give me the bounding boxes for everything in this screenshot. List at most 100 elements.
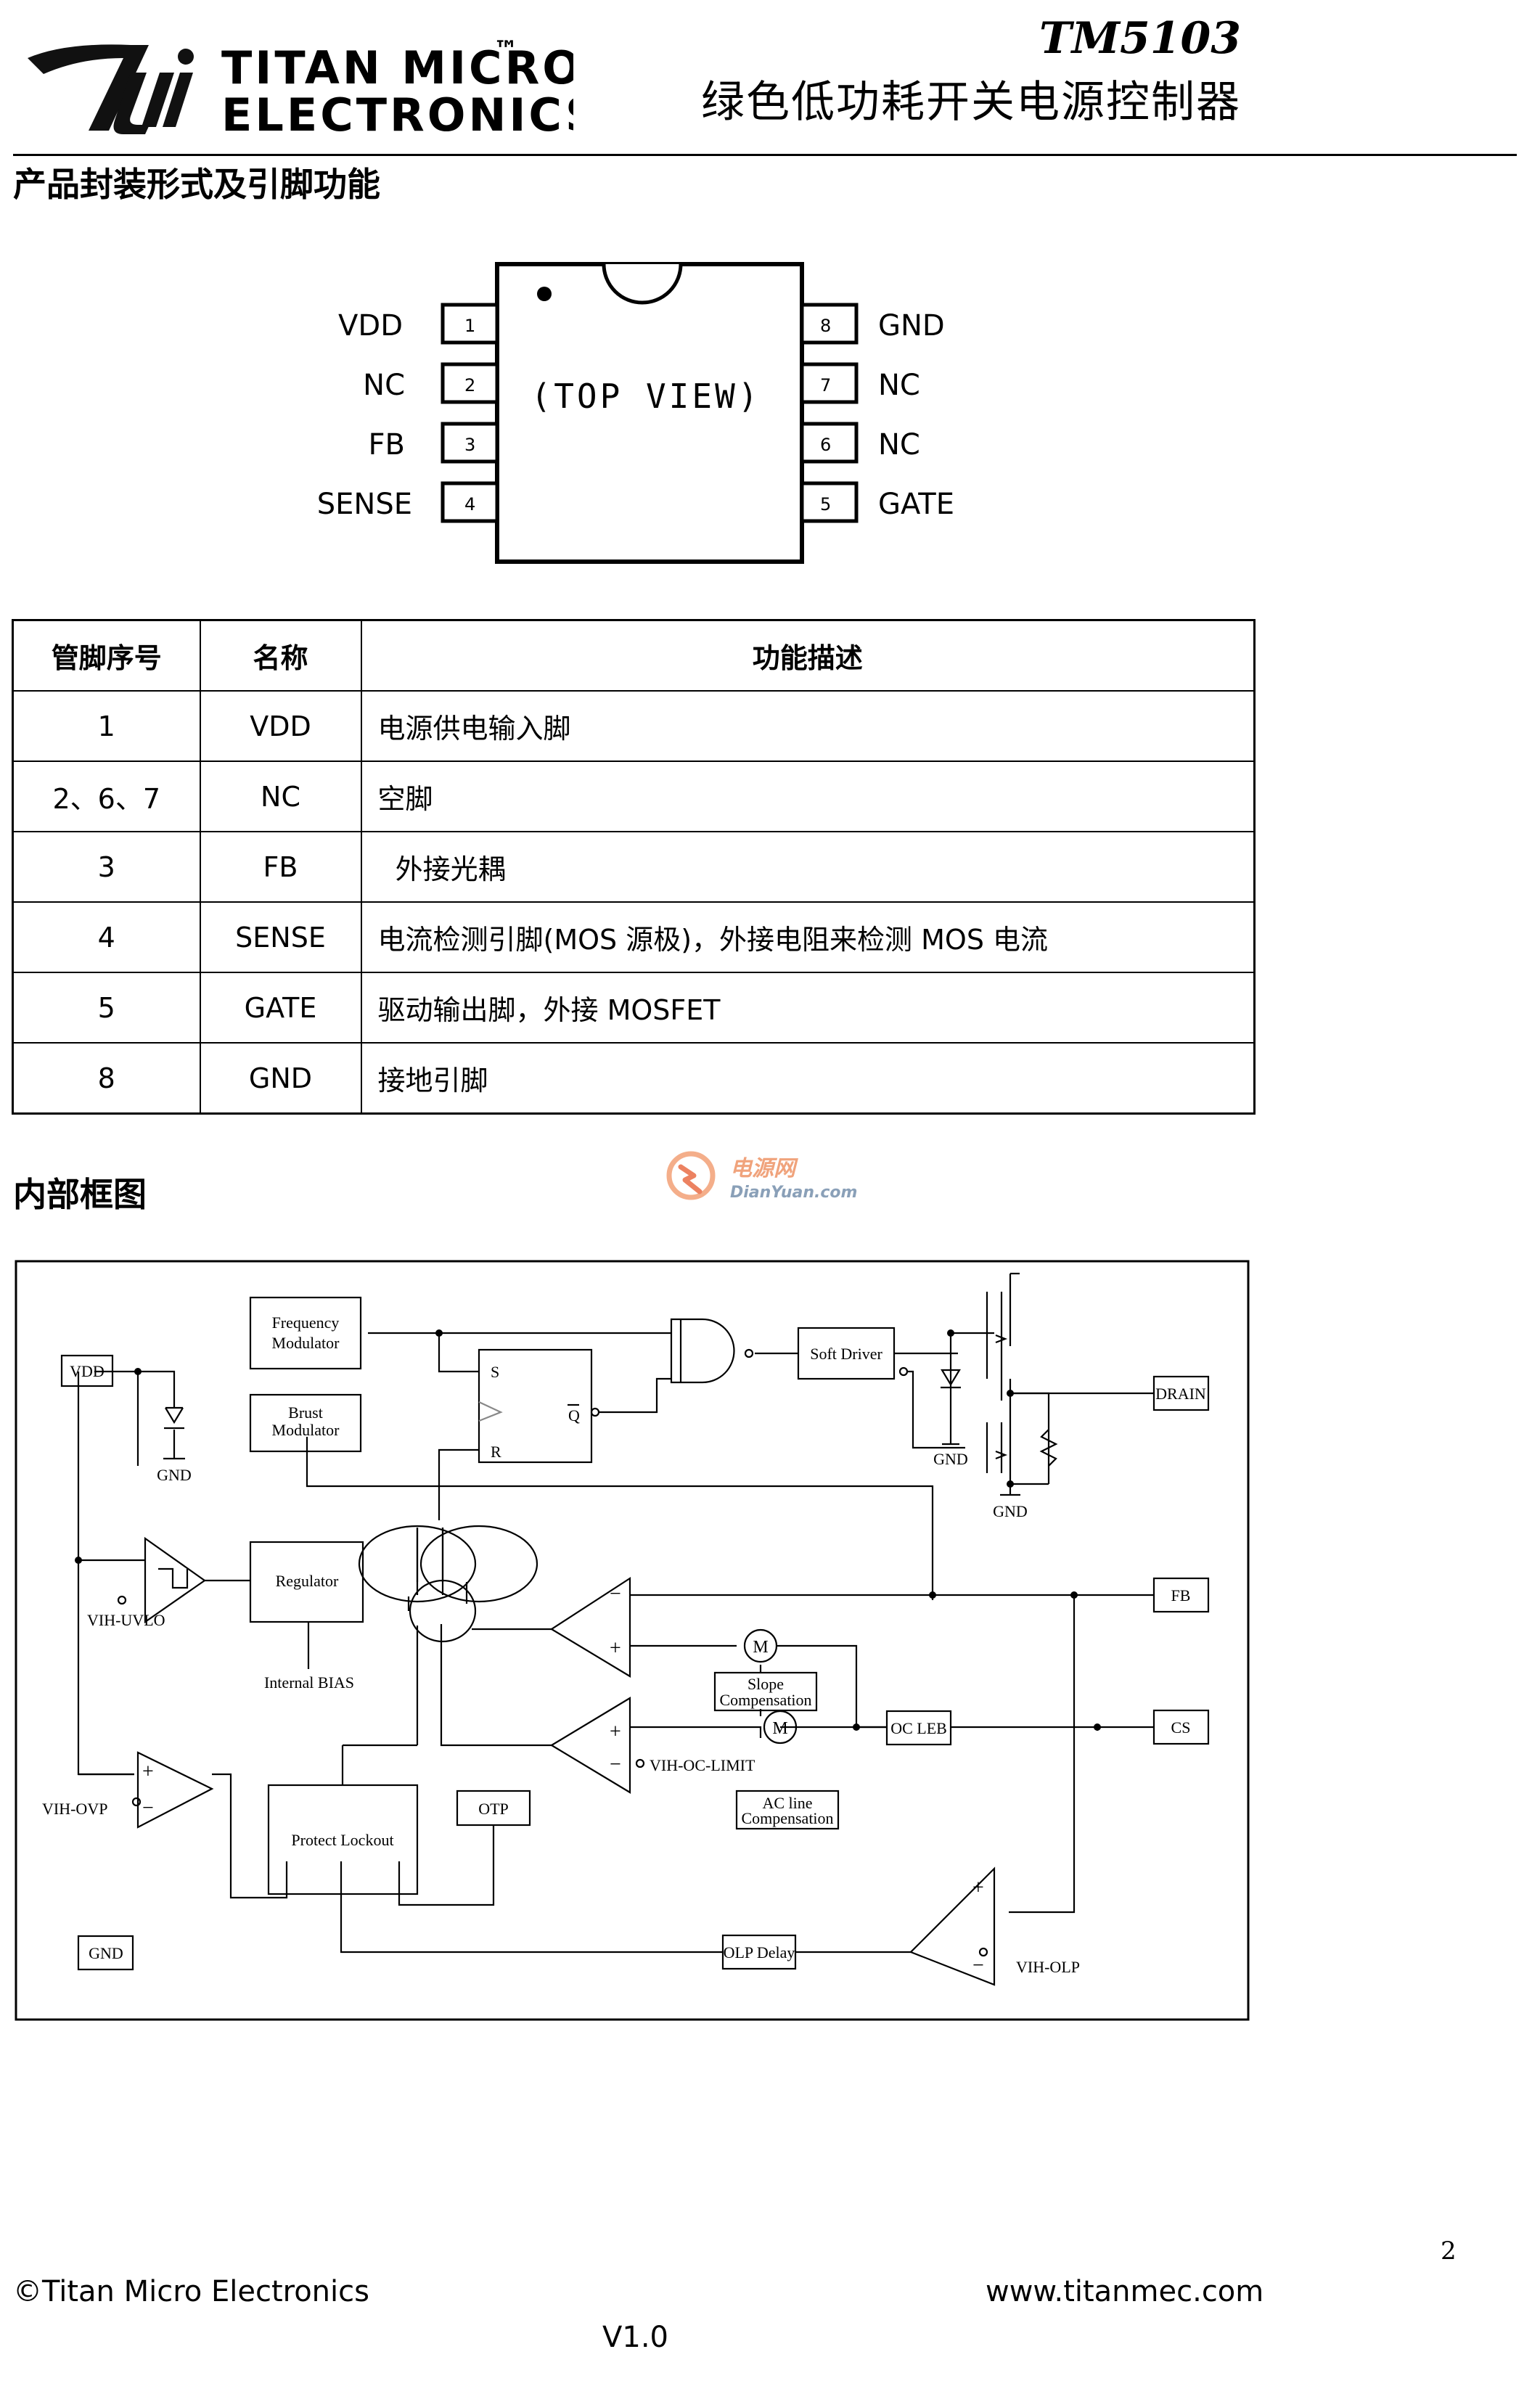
block-label: Frequency	[272, 1313, 340, 1332]
plus-sign: +	[610, 1721, 621, 1743]
pin-name: GND	[878, 309, 945, 343]
cell-description: 空脚	[360, 761, 1256, 832]
table-row: 8 GND 接地引脚	[12, 1042, 1256, 1115]
cell-description: 驱动输出脚，外接 MOSFET	[360, 972, 1256, 1044]
pin-name: FB	[369, 428, 405, 462]
footer-copyright: ©Titan Micro Electronics	[13, 2275, 369, 2308]
footer-version: V1.0	[602, 2321, 668, 2354]
otp-block: OTP	[456, 1790, 531, 1827]
ovp-comparator: + − VIH-OVP	[42, 1751, 214, 1829]
low-side-mosfet-icon	[986, 1422, 1008, 1473]
slope-multiplier: M	[743, 1628, 778, 1663]
and-gate	[670, 1318, 735, 1384]
pin1-indicator-dot	[537, 287, 552, 301]
part-number: TM5103	[1039, 13, 1241, 64]
pin-function-table: 管脚序号 名称 功能描述 1 VDD 电源供电输入脚 2、6、7 NC 空脚 3…	[12, 619, 1256, 1115]
pin-label: GND	[89, 1944, 123, 1962]
pin-number: 6	[820, 435, 831, 455]
left-pin-3: 3 FB	[369, 422, 499, 464]
left-pin-4: 4 SENSE	[317, 481, 499, 523]
bubble-nodes	[117, 1348, 988, 1957]
block-label: Modulator	[272, 1334, 340, 1352]
block-label: OTP	[478, 1800, 509, 1818]
package-view-label: (TOP VIEW)	[531, 377, 761, 416]
block-label: OLP Delay	[724, 1943, 795, 1961]
plus-sign: +	[610, 1637, 621, 1660]
minus-sign: −	[142, 1797, 154, 1819]
internal-bias-label: Internal BIAS	[264, 1673, 354, 1692]
frequency-modulator-block: Frequency Modulator	[249, 1296, 362, 1370]
oc-leb-block: OC LEB	[885, 1710, 952, 1746]
right-pin-5: 5 GATE	[800, 481, 954, 523]
section-heading-block-diagram: 内部框图	[13, 1175, 147, 1214]
olp-comparator: + − VIH-OLP	[909, 1866, 1080, 1986]
package-pinout-diagram: (TOP VIEW) 1 VDD 2 NC 3 FB 4 SENSE 8 GND…	[317, 262, 954, 564]
footer-website-link[interactable]: www.titanmec.com	[986, 2275, 1264, 2308]
block-label: AC line	[762, 1794, 812, 1812]
cell-description: 电源供电输入脚	[360, 690, 1256, 762]
fb-pin-box: FB	[1152, 1577, 1210, 1613]
pin-name: NC	[878, 428, 920, 462]
oc-comparator: + − VIH-OC-LIMIT	[549, 1697, 755, 1794]
high-side-mosfet-icon	[986, 1272, 1020, 1379]
pin-number: 2	[464, 375, 475, 395]
column-header-description: 功能描述	[360, 619, 1256, 692]
column-header-name: 名称	[199, 619, 362, 692]
burst-modulator-block: Brust Modulator	[249, 1393, 362, 1453]
plus-sign: +	[142, 1760, 154, 1783]
or-gate-cluster	[358, 1525, 538, 1643]
watermark-cn: 电源网	[730, 1156, 798, 1181]
dianyuan-watermark: 电源网 DianYuan.com	[666, 1151, 857, 1202]
diagram-frame	[15, 1260, 1250, 2021]
minus-sign: −	[972, 1954, 984, 1977]
cell-pin-number: 2、6、7	[12, 761, 201, 832]
section-heading-package: 产品封装形式及引脚功能	[13, 165, 380, 204]
uvlo-comparator: VIH-UVLO	[87, 1536, 206, 1629]
soft-driver-block: Soft Driver	[797, 1327, 896, 1380]
sr-latch-block: S R Q	[478, 1348, 593, 1464]
company-name-line1: TITAN MICRO	[221, 41, 573, 94]
company-logo: TITAN MICRO ™ ELECTRONICS	[28, 36, 573, 138]
cell-pin-name: SENSE	[199, 901, 362, 973]
slope-compensation-block: Slope Compensation	[713, 1671, 818, 1712]
cell-description: 外接光耦	[360, 831, 1256, 903]
tm-logo-mark	[28, 44, 194, 134]
cell-pin-number: 8	[12, 1042, 201, 1115]
q-output-label: Q	[568, 1406, 580, 1424]
right-pin-6: 6 NC	[800, 422, 920, 464]
pin-name: SENSE	[317, 488, 412, 521]
document-title: 绿色低功耗开关电源控制器	[701, 77, 1241, 128]
cell-pin-name: NC	[199, 761, 362, 832]
cell-pin-name: VDD	[199, 690, 362, 762]
pin-number: 5	[820, 494, 831, 515]
block-label: Compensation	[719, 1691, 811, 1709]
vdd-pin-box: VDD	[60, 1354, 114, 1387]
plus-sign: +	[972, 1877, 984, 1899]
left-pin-1: 1 VDD	[338, 303, 499, 345]
pin-name: VDD	[338, 309, 403, 343]
cell-description: 接地引脚	[360, 1042, 1256, 1115]
junction-dots	[75, 1329, 1101, 1731]
company-name-line2: ELECTRONICS	[221, 89, 573, 138]
cell-pin-number: 4	[12, 901, 201, 973]
block-label: Soft Driver	[810, 1345, 882, 1363]
internal-block-diagram: Frequency Modulator Brust Modulator S R …	[15, 1260, 1250, 2021]
trademark-symbol: ™	[493, 36, 518, 65]
cell-pin-name: GND	[199, 1042, 362, 1115]
header-rule	[13, 154, 1517, 156]
ovp-threshold-label: VIH-OVP	[42, 1800, 107, 1818]
right-pin-7: 7 NC	[800, 362, 920, 404]
olp-threshold-label: VIH-OLP	[1016, 1958, 1080, 1976]
set-input-label: S	[491, 1363, 499, 1381]
cell-pin-name: FB	[199, 831, 362, 903]
multiplier-symbol: M	[753, 1638, 768, 1657]
table-row: 5 GATE 驱动输出脚，外接 MOSFET	[12, 972, 1256, 1044]
block-label: Protect Lockout	[291, 1831, 393, 1849]
pin-number: 3	[464, 435, 475, 455]
pin-label: CS	[1171, 1718, 1191, 1737]
reset-input-label: R	[491, 1443, 501, 1461]
watermark-en: DianYuan.com	[730, 1184, 857, 1202]
ground-symbol-vdd: GND	[157, 1457, 192, 1484]
ground-symbol-gate: GND	[933, 1443, 968, 1468]
ac-line-compensation-block: AC line Compensation	[735, 1790, 840, 1830]
